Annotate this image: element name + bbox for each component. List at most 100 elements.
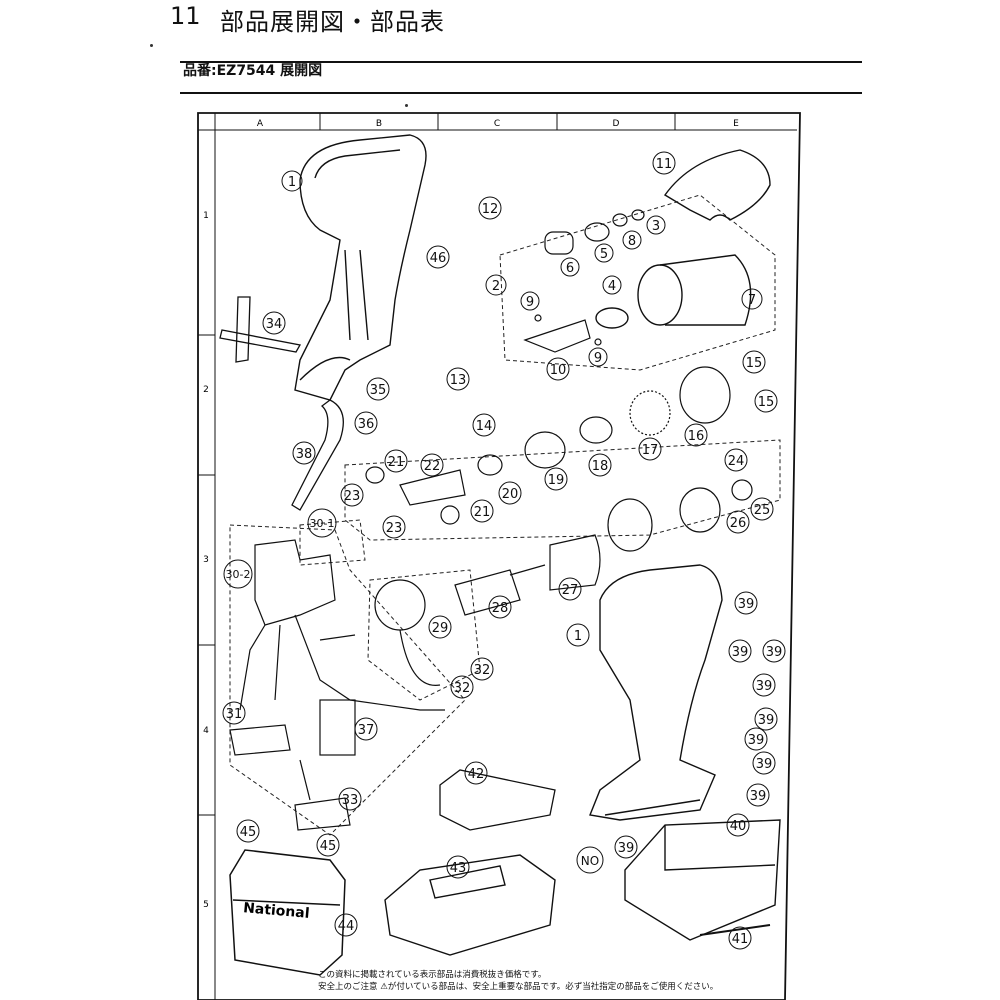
case-brand: National	[243, 900, 311, 922]
grid-col-c: C	[494, 119, 500, 129]
diagram-frame	[197, 112, 801, 1000]
hook-bracket	[219, 296, 302, 363]
callout-3: 3	[652, 219, 660, 234]
callout-15: 15	[746, 356, 763, 371]
callout-1: 1	[288, 175, 296, 190]
carry-case	[229, 849, 346, 976]
callout-39i: 39	[618, 841, 635, 856]
callout-39: 39	[738, 597, 755, 612]
callout-32: 32	[474, 663, 491, 678]
callout-8: 8	[628, 234, 636, 249]
side-housing	[589, 564, 723, 821]
callout-circles	[222, 151, 786, 950]
grid-row-2: 2	[203, 385, 209, 395]
callout-20: 20	[502, 487, 519, 502]
callout-45b: 45	[320, 839, 337, 854]
callout-5: 5	[600, 247, 608, 262]
housing-half	[294, 134, 427, 401]
section-title: 部品展開図・部品表	[220, 8, 445, 36]
scan-speck	[150, 44, 153, 47]
callout-27: 27	[562, 583, 579, 598]
grid-row-5: 5	[203, 900, 209, 910]
callout-39f: 39	[748, 733, 765, 748]
callout-39c: 39	[766, 645, 783, 660]
callout-no: NO	[581, 854, 599, 868]
grid-row-4: 4	[203, 726, 209, 736]
callout-4: 4	[608, 279, 616, 294]
grid-col-b: B	[376, 119, 382, 129]
callout-21: 21	[388, 455, 405, 470]
assembly-outlines	[229, 194, 781, 836]
callout-7: 7	[748, 293, 756, 308]
callout-38: 38	[296, 447, 313, 462]
callout-24: 24	[728, 454, 745, 469]
callout-30-2: 30-2	[226, 568, 251, 581]
callout-14: 14	[476, 419, 493, 434]
callout-26: 26	[730, 516, 747, 531]
callout-12: 12	[482, 202, 499, 217]
callout-32b: 32	[454, 681, 471, 696]
callout-34: 34	[266, 317, 283, 332]
grid-col-e: E	[733, 119, 739, 129]
grid-col-a: A	[257, 119, 264, 129]
callout-28: 28	[492, 601, 509, 616]
callout-30-1: 30-1	[310, 517, 335, 530]
callout-39g: 39	[756, 757, 773, 772]
callout-9: 9	[526, 295, 534, 310]
callout-22: 22	[424, 459, 441, 474]
callout-10: 10	[550, 363, 567, 378]
callout-33: 33	[342, 793, 359, 808]
callout-6: 6	[566, 261, 574, 276]
header-rule-bottom	[180, 92, 862, 94]
callout-43: 43	[450, 861, 467, 876]
callout-46: 46	[430, 251, 447, 266]
callout-25: 25	[754, 503, 771, 518]
scan-speck	[405, 104, 408, 107]
callout-labels: 1 2 3 4 5 6 7 8 9 9 10 11 12 13 14 15 15…	[226, 157, 783, 947]
callout-2: 2	[492, 279, 500, 294]
callout-39b: 39	[732, 645, 749, 660]
battery-cover	[439, 769, 556, 831]
callout-39d: 39	[756, 679, 773, 694]
footer-note-line2: 安全上のご注意 ⚠が付いている部品は、安全上重要な部品です。必ず当社指定の部品を…	[318, 982, 719, 992]
grip-strip	[291, 399, 344, 511]
callout-42: 42	[468, 767, 485, 782]
callout-41: 41	[732, 932, 749, 947]
header-rule-top	[180, 61, 862, 63]
motor-parts	[374, 534, 601, 686]
callout-15b: 15	[758, 395, 775, 410]
callout-44: 44	[338, 919, 355, 934]
spindle-parts	[523, 209, 645, 353]
callout-39h: 39	[750, 789, 767, 804]
callout-29: 29	[432, 621, 449, 636]
callout-36: 36	[358, 417, 375, 432]
callout-23: 23	[344, 489, 361, 504]
callout-23b: 23	[386, 521, 403, 536]
switch-wiring	[229, 539, 445, 831]
grid-col-d: D	[613, 119, 620, 129]
battery-pack	[384, 854, 556, 956]
callout-17: 17	[642, 443, 659, 458]
callout-16: 16	[688, 429, 705, 444]
callout-19: 19	[548, 473, 565, 488]
callout-35: 35	[370, 383, 387, 398]
callout-45: 45	[240, 825, 257, 840]
hammer-case	[595, 254, 752, 329]
callout-11: 11	[656, 157, 673, 172]
callout-21b: 21	[474, 505, 491, 520]
callout-13: 13	[450, 373, 467, 388]
page-subtitle: 品番:EZ7544 展開図	[183, 63, 323, 79]
grid-row-3: 3	[203, 555, 209, 565]
nose-cap	[663, 149, 771, 221]
callout-1b: 1	[574, 629, 582, 644]
footer-note-line1: この資料に掲載されている表示部品は消費税抜き価格です。	[318, 970, 547, 980]
section-number: 11	[170, 2, 201, 30]
charger	[624, 819, 781, 941]
callout-39e: 39	[758, 713, 775, 728]
callout-9b: 9	[594, 351, 602, 366]
callout-31: 31	[226, 707, 243, 722]
callout-37: 37	[358, 723, 375, 738]
gear-train	[365, 366, 753, 552]
callout-40: 40	[730, 819, 747, 834]
